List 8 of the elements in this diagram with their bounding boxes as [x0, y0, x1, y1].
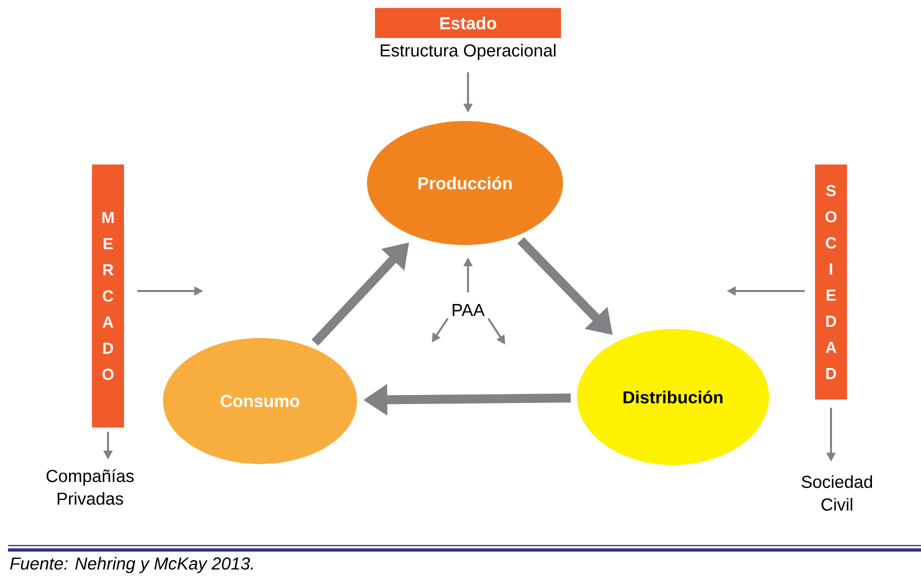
source-note: Fuente: Nehring y McKay 2013. [10, 556, 253, 574]
vertical-banner: MERCADO [92, 164, 124, 428]
vertical-banner: SOCIEDAD [815, 164, 847, 400]
heading-box: Estado [375, 8, 561, 38]
actor-label: Sociedad Civil [802, 475, 872, 511]
center-label: PAA [452, 304, 485, 316]
actor-label: Compañías Privadas [46, 469, 134, 505]
node-label: Estructura Operacional [380, 44, 556, 60]
